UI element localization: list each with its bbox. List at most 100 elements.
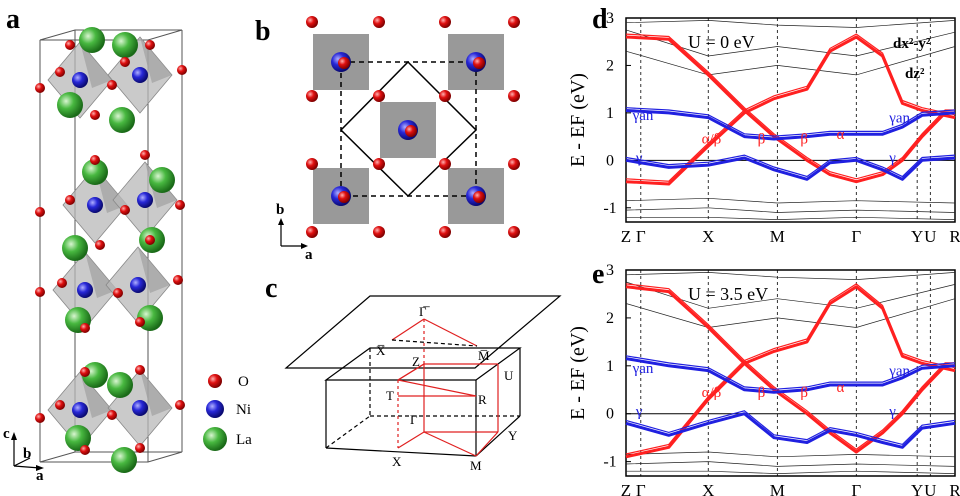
orbital-band (625, 33, 955, 180)
plot-frame (625, 269, 956, 477)
o-atom (90, 155, 100, 165)
o-atom (473, 191, 485, 203)
o-atom (439, 226, 451, 238)
band-label: γan (632, 108, 654, 124)
bz-label-gamma: Γ (410, 412, 418, 427)
la-atom (107, 372, 133, 398)
a-axis-head (36, 465, 44, 471)
background-band (625, 207, 956, 213)
band-label: α/β (702, 385, 722, 401)
k-path-label: M (770, 227, 785, 246)
o-atom (35, 207, 45, 217)
bz-hidden-edge (325, 415, 371, 449)
k-path-label: M (770, 481, 785, 496)
o-atom (508, 16, 520, 28)
y-tick-label: -1 (603, 200, 616, 217)
legend-la-marker (203, 427, 227, 451)
bz-label-m: M (470, 458, 482, 473)
o-atom (65, 195, 75, 205)
o-atom (306, 158, 318, 170)
a-axis-arrow (13, 465, 41, 469)
o-atom (80, 323, 90, 333)
axis-b-label-b: b (276, 202, 284, 218)
band-label: γ (888, 404, 896, 420)
band-label: γ (635, 151, 643, 167)
o-atom (338, 57, 350, 69)
la-atom (149, 167, 175, 193)
axis-a-label-b: a (305, 247, 313, 263)
orbital-band (625, 33, 956, 182)
k-path-label: U (924, 227, 936, 246)
bz-label-x-bar: X̅ (376, 343, 386, 358)
projection-line (391, 339, 478, 347)
o-atom (373, 16, 385, 28)
panel-c: c (265, 273, 562, 473)
orbital-band (625, 357, 956, 394)
la-atom (111, 447, 137, 473)
a-axis-head-b (301, 243, 308, 249)
o-atom (120, 57, 130, 67)
bz-label-u: U (504, 368, 514, 383)
o-atom (35, 83, 45, 93)
o-atom (173, 275, 183, 285)
o-atom (35, 287, 45, 297)
o-atom (145, 40, 155, 50)
band-label: α (837, 380, 845, 396)
orbital-band (625, 285, 955, 454)
k-path-label: Z (621, 481, 631, 496)
legend-la-label: La (236, 432, 252, 448)
ni-atom (72, 72, 88, 88)
o-atom (338, 191, 350, 203)
o-atom (177, 65, 187, 75)
o-atom (55, 67, 65, 77)
k-path-label: U (924, 481, 936, 496)
top-view-lattice (306, 16, 520, 238)
orbital-band (625, 35, 955, 184)
axis-c-label: c (3, 426, 10, 442)
o-atom (55, 400, 65, 410)
o-atom (508, 226, 520, 238)
la-atom (109, 107, 135, 133)
bz-edge (325, 447, 477, 457)
o-atom (145, 235, 155, 245)
k-path-label: R (949, 481, 960, 496)
y-tick-label: 2 (606, 57, 614, 74)
y-tick-label: 0 (606, 152, 614, 169)
k-path-label: Γ (851, 227, 861, 246)
y-tick-label: 0 (606, 406, 614, 423)
k-path-label: R (949, 227, 960, 246)
background-band (626, 470, 956, 474)
y-axis-label: E - EF (eV) (567, 73, 589, 167)
k-path-label: Z (621, 227, 631, 246)
o-atom (439, 158, 451, 170)
background-band (625, 461, 956, 467)
o-atom (80, 367, 90, 377)
orbital-band (625, 355, 956, 390)
cell-bottom (39, 451, 183, 463)
legend-o-marker (208, 374, 222, 388)
b-axis-arrow (13, 457, 31, 467)
ni-atom (77, 282, 93, 298)
la-atom (57, 92, 83, 118)
la-atom (79, 27, 105, 53)
u-value-label: U = 0 eV (688, 32, 755, 52)
k-path-label: X (702, 481, 714, 496)
k-path-label: Γ (636, 227, 646, 246)
band-label: γan (888, 363, 910, 379)
la-atom (65, 425, 91, 451)
panel-label-b: b (255, 16, 271, 47)
orbital-band (625, 154, 956, 178)
ni-atom (137, 192, 153, 208)
solid-unit-cell (339, 60, 478, 198)
o-atom (373, 158, 385, 170)
y-tick-label: 1 (606, 358, 614, 375)
octahedron-face (138, 247, 170, 293)
background-band (625, 20, 956, 28)
panel-label-c: c (265, 273, 277, 304)
band-label: γan (888, 110, 910, 126)
y-axis-label: E - EF (eV) (567, 326, 589, 420)
y-tick-label: 3 (606, 262, 614, 279)
y-tick-label: 2 (606, 310, 614, 327)
bz-label-x: X (392, 454, 402, 469)
